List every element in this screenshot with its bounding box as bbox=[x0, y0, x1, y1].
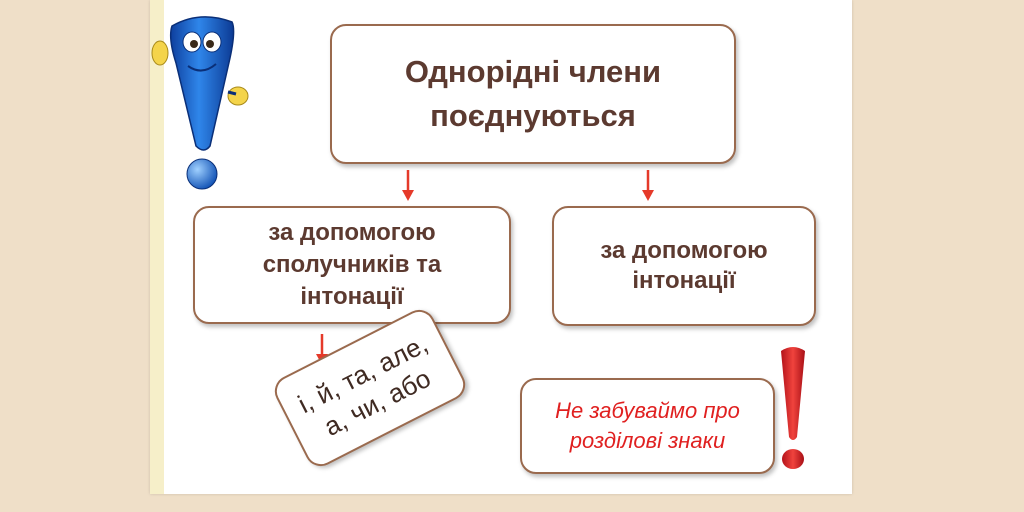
reminder-note-text: Не забуваймо про розділові знаки bbox=[555, 398, 740, 453]
arrow-down-icon bbox=[402, 170, 414, 201]
slide: Однорідні члени поєднуються за допомогою… bbox=[150, 0, 852, 494]
branch-text: за допомогою інтонації bbox=[600, 237, 768, 294]
root-concept-text: Однорідні члени поєднуються bbox=[404, 54, 662, 133]
branch-text: за допомогою сполучників та інтонації bbox=[262, 219, 442, 310]
slide-left-strip bbox=[150, 0, 164, 494]
red-exclamation-icon bbox=[781, 347, 805, 469]
root-concept-box: Однорідні члени поєднуються bbox=[330, 24, 736, 164]
reminder-note-box: Не забуваймо про розділові знаки bbox=[520, 378, 775, 474]
branch-box-intonation: за допомогою інтонації bbox=[552, 206, 816, 326]
conjunctions-list-box: і, й, та, але, а, чи, або bbox=[269, 304, 471, 472]
branch-box-conjunctions-intonation: за допомогою сполучників та інтонації bbox=[193, 206, 511, 324]
exclamation-mascot-icon bbox=[151, 16, 249, 190]
arrow-down-icon bbox=[642, 170, 654, 201]
